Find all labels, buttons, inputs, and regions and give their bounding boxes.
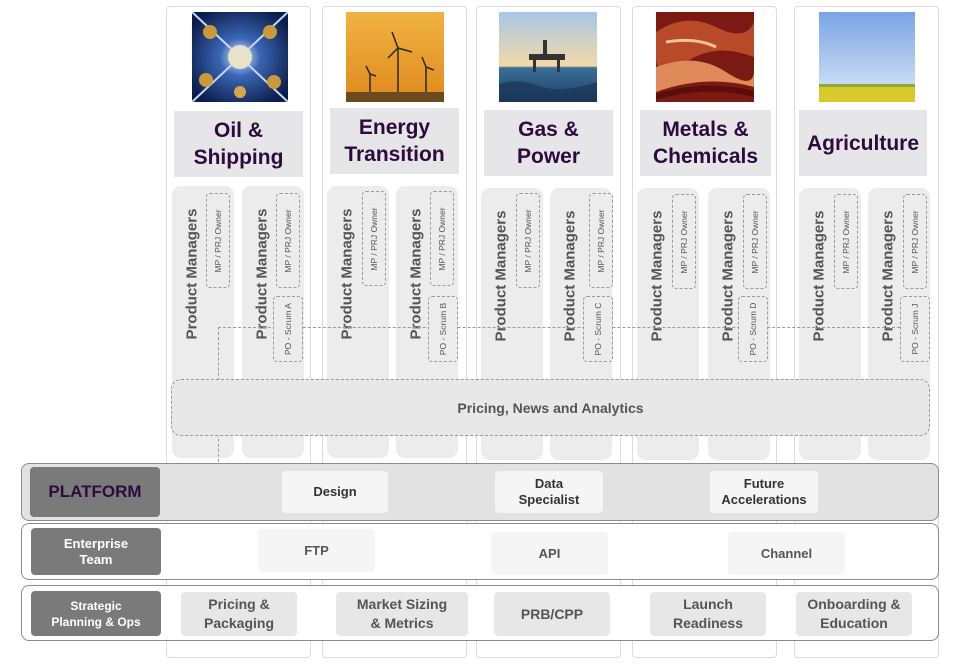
product-managers-label: Product Managers	[799, 188, 839, 363]
product-managers-text: Product Managers	[810, 210, 828, 341]
product-managers-text: Product Managers	[183, 208, 201, 339]
po-scrum-text: PO - Scrum C	[593, 302, 603, 356]
mp-prj-owner-tag: MP / PRJ Owner	[516, 193, 540, 288]
po-scrum-tag: PO - Scrum B	[428, 296, 458, 362]
enterprise-item-ftp: FTP	[258, 529, 375, 572]
product-managers-text: Product Managers	[407, 208, 425, 339]
strategic-item-text: PRB/CPP	[520, 605, 584, 622]
mp-prj-owner-text: MP / PRJ Owner	[283, 208, 293, 273]
pricing-news-analytics-text: Pricing, News and Analytics	[457, 399, 644, 416]
strategic-item-prb-cpp: PRB/CPP	[494, 592, 610, 636]
pricing-news-analytics-bar: Pricing, News and Analytics	[171, 379, 930, 436]
product-managers-text: Product Managers	[492, 210, 510, 341]
platform-label-text: PLATFORM	[48, 482, 142, 501]
product-managers-text: Product Managers	[561, 210, 579, 341]
enterprise-label: Enterprise Team	[31, 528, 161, 575]
sector-title-energy-transition: Energy Transition	[330, 108, 459, 174]
enterprise-item-text: API	[538, 545, 561, 561]
strategic-label-text: Strategic Planning & Ops	[51, 598, 141, 629]
enterprise-item-channel: Channel	[728, 532, 845, 575]
scrum-connector-line	[218, 327, 900, 328]
crop-field-photo	[819, 12, 915, 102]
mp-prj-owner-text: MP / PRJ Owner	[369, 206, 379, 271]
product-managers-text: Product Managers	[879, 210, 897, 341]
po-scrum-tag: PO - Scrum C	[583, 296, 613, 362]
platform-item-design: Design	[282, 471, 388, 513]
enterprise-item-text: Channel	[760, 545, 813, 561]
mp-prj-owner-tag: MP / PRJ Owner	[589, 193, 613, 288]
mp-prj-owner-text: MP / PRJ Owner	[910, 209, 920, 274]
mp-prj-owner-text: MP / PRJ Owner	[841, 209, 851, 274]
mp-prj-owner-tag: MP / PRJ Owner	[672, 194, 696, 289]
mp-prj-owner-text: MP / PRJ Owner	[437, 206, 447, 271]
sector-title-agriculture: Agriculture	[799, 110, 927, 176]
product-managers-text: Product Managers	[338, 208, 356, 339]
product-managers-text: Product Managers	[253, 208, 271, 339]
product-managers-text: Product Managers	[648, 210, 666, 341]
po-scrum-text: PO - Scrum J	[910, 303, 920, 355]
product-managers-label: Product Managers	[637, 188, 677, 363]
po-scrum-text: PO - Scrum D	[748, 302, 758, 356]
mp-prj-owner-tag: MP / PRJ Owner	[903, 194, 927, 289]
sector-title-gas-power: Gas & Power	[484, 110, 613, 176]
enterprise-item-api: API	[491, 532, 608, 575]
product-managers-label: Product Managers	[327, 186, 367, 361]
platform-label: PLATFORM	[30, 467, 160, 517]
enterprise-label-text: Enterprise Team	[63, 535, 129, 567]
enterprise-item-text: FTP	[304, 542, 329, 558]
strategic-band	[21, 585, 939, 641]
mp-prj-owner-tag: MP / PRJ Owner	[834, 194, 858, 289]
platform-item-text: Design	[313, 484, 357, 499]
strategic-item-onboarding-education: Onboarding & Education	[796, 592, 912, 636]
platform-item-text: Future Accelerations	[721, 476, 807, 507]
sector-title-text: Oil & Shipping	[193, 119, 284, 169]
sector-title-oil-shipping: Oil & Shipping	[174, 111, 303, 177]
po-scrum-text: PO - Scrum A	[283, 303, 293, 355]
product-managers-text: Product Managers	[719, 210, 737, 341]
mp-prj-owner-tag: MP / PRJ Owner	[430, 191, 454, 286]
product-managers-label: Product Managers	[481, 188, 521, 363]
po-scrum-tag: PO - Scrum J	[900, 296, 930, 362]
mp-prj-owner-tag: MP / PRJ Owner	[743, 194, 767, 289]
po-scrum-tag: PO - Scrum D	[738, 296, 768, 362]
sector-title-metals-chemicals: Metals & Chemicals	[640, 110, 771, 176]
mp-prj-owner-text: MP / PRJ Owner	[523, 208, 533, 273]
strategic-item-pricing-packaging: Pricing & Packaging	[181, 592, 297, 636]
sector-title-text: Energy Transition	[344, 116, 445, 166]
po-scrum-text: PO - Scrum B	[438, 302, 448, 356]
mp-prj-owner-text: MP / PRJ Owner	[596, 208, 606, 273]
mp-prj-owner-tag: MP / PRJ Owner	[362, 191, 386, 286]
strategic-label: Strategic Planning & Ops	[31, 591, 161, 636]
mp-prj-owner-text: MP / PRJ Owner	[213, 208, 223, 273]
strategic-item-market-sizing: Market Sizing & Metrics	[336, 592, 468, 636]
sector-title-text: Gas & Power	[516, 118, 581, 168]
mp-prj-owner-text: MP / PRJ Owner	[750, 209, 760, 274]
mp-prj-owner-tag: MP / PRJ Owner	[276, 193, 300, 288]
offshore-platform-photo	[499, 12, 597, 102]
strategic-item-text: Onboarding & Education	[807, 596, 901, 631]
sector-title-text: Agriculture	[806, 131, 919, 155]
wind-turbines-photo	[346, 12, 444, 102]
platform-item-text: Data Specialist	[518, 476, 580, 507]
sector-title-text: Metals & Chemicals	[652, 118, 759, 168]
strategic-item-launch-readiness: Launch Readiness	[650, 592, 766, 636]
platform-item-data-specialist: Data Specialist	[495, 471, 603, 513]
platform-item-future-accelerations: Future Accelerations	[710, 471, 818, 513]
oil-rig-photo	[192, 12, 288, 102]
strategic-item-text: Launch Readiness	[672, 596, 744, 631]
po-scrum-tag: PO - Scrum A	[273, 296, 303, 362]
red-rocks-photo	[656, 12, 754, 102]
mp-prj-owner-tag: MP / PRJ Owner	[206, 193, 230, 288]
strategic-item-text: Pricing & Packaging	[203, 596, 275, 631]
mp-prj-owner-text: MP / PRJ Owner	[679, 209, 689, 274]
strategic-item-text: Market Sizing & Metrics	[356, 596, 448, 631]
